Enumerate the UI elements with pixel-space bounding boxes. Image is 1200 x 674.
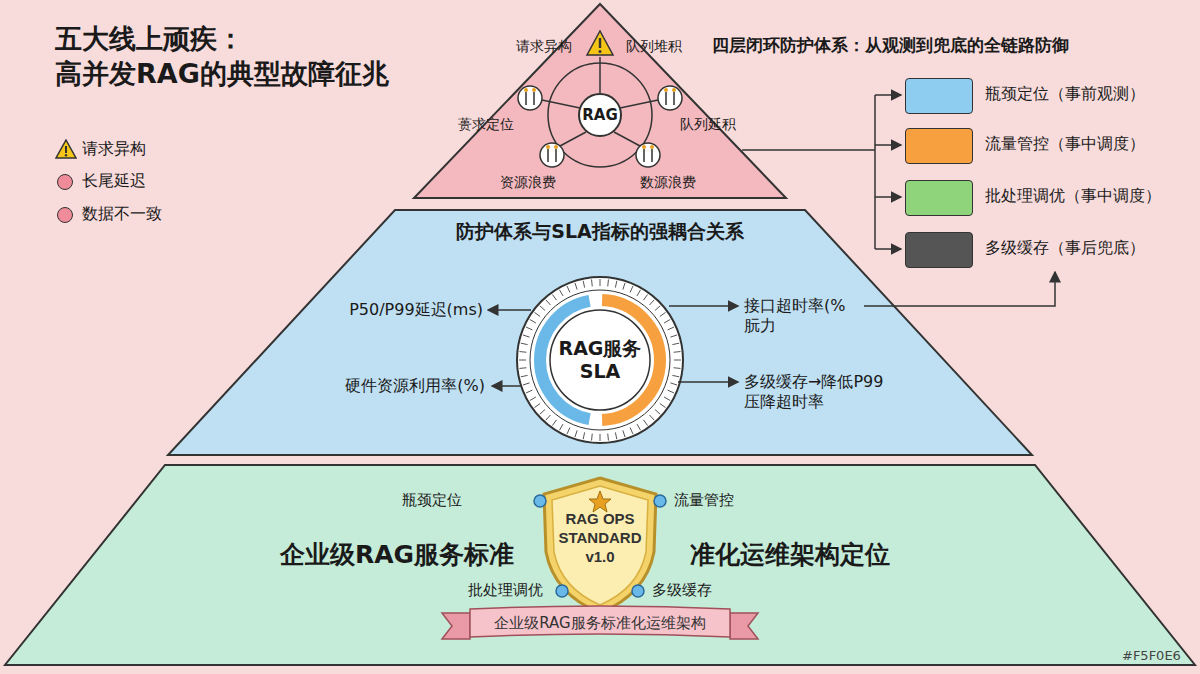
- shield-dots: [534, 495, 666, 597]
- spoke-label: 队列堆积: [626, 38, 682, 56]
- leader-line: [678, 381, 738, 383]
- legend-text: 多级缓存（事后兜底）: [985, 238, 1145, 258]
- legend-text: 请求异构: [82, 139, 146, 159]
- hub-circle-text: RAG: [578, 93, 622, 137]
- legend-swatch: [905, 180, 973, 216]
- spoke-label: 数源浪费: [640, 174, 696, 192]
- metric-label: 硬件资源利用率(%): [300, 376, 485, 396]
- top-triangle: [414, 4, 786, 198]
- bottom-band-text: 企业级RAG服务标准: [280, 539, 514, 570]
- spoke-label: 队列延积: [680, 116, 736, 134]
- pillar-label: 流量管控: [674, 491, 734, 510]
- section-heading: 四层闭环防护体系：从观测到兜底的全链路防御: [712, 35, 1069, 56]
- bottom-band: 企业级RAG服务标准 准化运维架构定位 RAG OPS STANDARD v1.0 企…: [0, 463, 1200, 670]
- legend-text: 批处理调优（事中调度）: [985, 186, 1161, 206]
- feedback-line: [864, 272, 1055, 306]
- leader-line: [669, 305, 738, 307]
- legend-text: 流量管控（事中调度）: [985, 134, 1145, 154]
- leader-line: [488, 309, 531, 311]
- legend-swatch: [905, 232, 973, 268]
- pillar-label: 瓶颈定位: [402, 491, 462, 510]
- watermark: #F5F0E6: [1122, 648, 1181, 664]
- ribbon-banner-text: 企业级RAG服务标准化运维架构: [470, 614, 730, 633]
- pillar-label: 多级缓存: [652, 581, 712, 600]
- bottom-band-text: 准化运维架构定位: [690, 539, 890, 570]
- hub-circle: RAG: [578, 93, 622, 137]
- pillar-label: 批处理调优: [468, 581, 543, 600]
- legend-text: 长尾延迟: [82, 171, 146, 191]
- spoke-label: 资源浪费: [500, 174, 556, 192]
- metric-label: P50/P99延迟(ms): [300, 300, 483, 320]
- metric-label: 接口超时率(% 朊力: [744, 296, 862, 336]
- metric-label: 多级缓存→降低P99 压降超时率: [744, 372, 884, 412]
- legend-text: 瓶颈定位（事前观测）: [985, 84, 1145, 104]
- title: 五大线上顽疾： 高并发RAG的典型故障征兆: [55, 22, 400, 91]
- legend-swatch: [905, 78, 973, 114]
- spoke-label: 蒉求定位: [458, 116, 514, 134]
- legend-warning-icon: [55, 139, 77, 159]
- sla-gauge-text: RAG服务 SLA: [555, 337, 645, 383]
- legend-text: 数据不一致: [82, 204, 162, 224]
- standard-shield-text: RAG OPS STANDARD v1.0: [550, 510, 650, 566]
- legend-swatch: [57, 174, 73, 190]
- hub-spokes: [542, 57, 658, 146]
- legend-swatch: [57, 207, 73, 223]
- warning-icon: [587, 31, 613, 55]
- legend-swatch: [905, 128, 973, 164]
- spoke-icons: [518, 86, 682, 167]
- ribbon-banner: 企业级RAG服务标准化运维架构: [440, 605, 760, 643]
- spoke-label: 请求异构: [516, 38, 572, 56]
- middle-band-text: 防护体系与SLA指标的强耦合关系: [165, 220, 1035, 244]
- leader-line: [492, 385, 522, 387]
- sla-gauge: RAG服务 SLA: [515, 275, 685, 445]
